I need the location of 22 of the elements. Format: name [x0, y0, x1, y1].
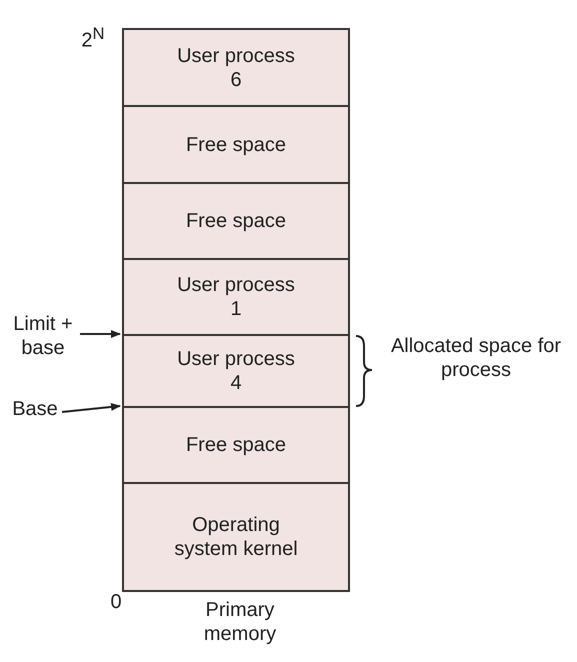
memory-block	[122, 182, 350, 260]
axis-label: 2$^{N}$	[80, 23, 106, 53]
block-label: User process 1	[176, 273, 296, 321]
arrow	[80, 330, 121, 338]
memory-block	[122, 334, 350, 408]
block-label: Free space	[184, 209, 288, 233]
memory-block	[122, 406, 350, 484]
memory-block	[122, 482, 350, 592]
pointer-label: Limit + base	[12, 312, 74, 360]
caption: Primary memory	[202, 598, 278, 646]
memory-block	[122, 28, 350, 107]
block-label: Free space	[184, 132, 288, 156]
axis-label: 0	[109, 590, 123, 614]
memory-block	[122, 105, 350, 184]
block-label: User process 6	[176, 44, 296, 92]
block-label: Operating system kernel	[173, 513, 299, 561]
block-label: User process 4	[176, 347, 296, 395]
block-label: Free space	[184, 433, 288, 457]
annotation-text: Allocated space for process	[390, 334, 562, 382]
arrow	[62, 402, 121, 413]
memory-block	[122, 258, 350, 336]
pointer-label: Base	[11, 397, 59, 421]
